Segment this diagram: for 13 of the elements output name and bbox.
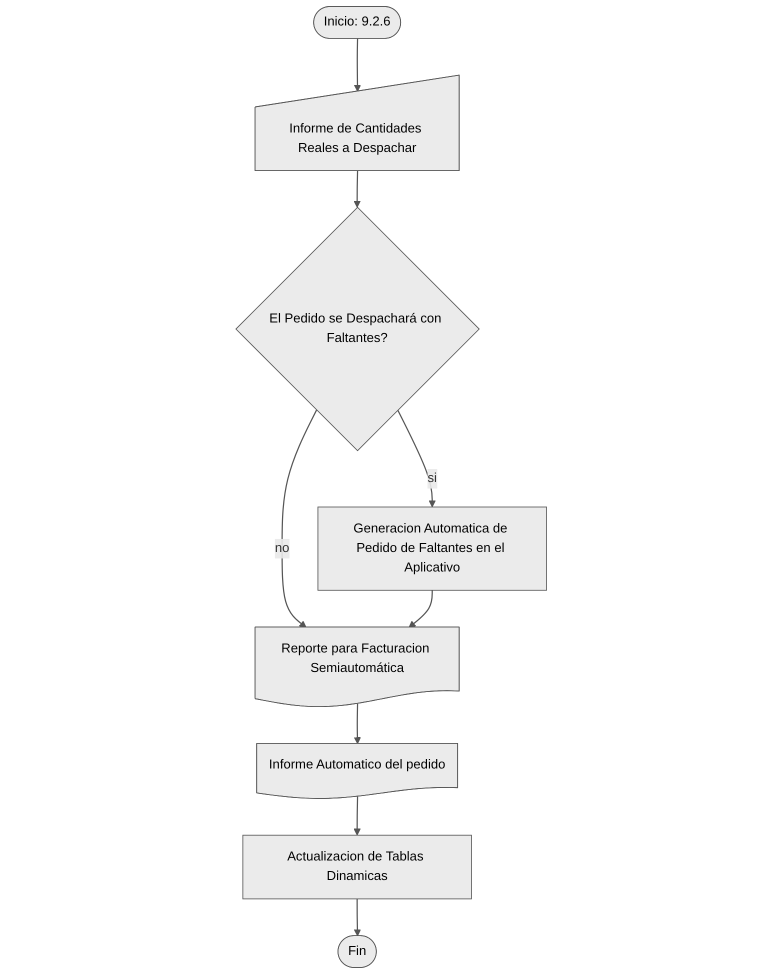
edge-label: no — [275, 541, 290, 556]
arrow — [354, 704, 362, 744]
node-box: Generacion Automatica de Pedido de Faltantes en el Aplicativo — [318, 506, 548, 591]
arrow — [354, 796, 362, 836]
arrow — [354, 898, 362, 936]
node-box: Actualizacion de Tablas Dinamicas — [242, 834, 472, 900]
arrow — [354, 171, 362, 208]
arrow — [408, 590, 434, 628]
arrow — [282, 410, 318, 628]
edge-label: si — [428, 471, 438, 486]
arrow — [354, 38, 362, 92]
node-diamond: El Pedido se Despachará con Faltantes? — [236, 206, 480, 452]
arrow — [398, 410, 436, 508]
